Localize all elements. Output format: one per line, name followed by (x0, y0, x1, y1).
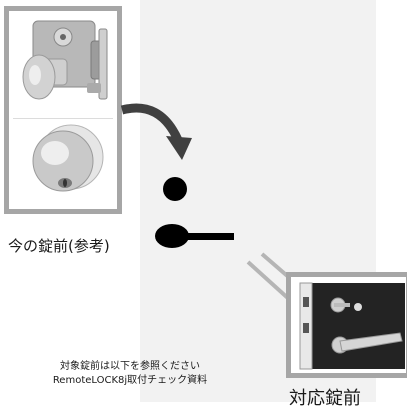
note-line-1: 対象錠前は以下を参照ください (60, 361, 200, 372)
compatible-lock-label: 対応錠前 (289, 388, 361, 409)
note-line-2: RemoteLOCK8j取付チェック資料 (52, 375, 208, 386)
reference-note: 対象錠前は以下を参照ください RemoteLOCK8j取付チェック資料 (30, 360, 230, 388)
compatible-lock-image (299, 282, 405, 370)
current-lock-label: 今の錠前(参考) (8, 237, 110, 255)
frame-divider (13, 118, 113, 119)
rim-lock-image (22, 20, 108, 100)
compatible-lock-frame (286, 272, 407, 378)
keyhole-icon (155, 177, 234, 248)
knob-lock-image (32, 124, 104, 192)
current-lock-frame (4, 6, 122, 214)
